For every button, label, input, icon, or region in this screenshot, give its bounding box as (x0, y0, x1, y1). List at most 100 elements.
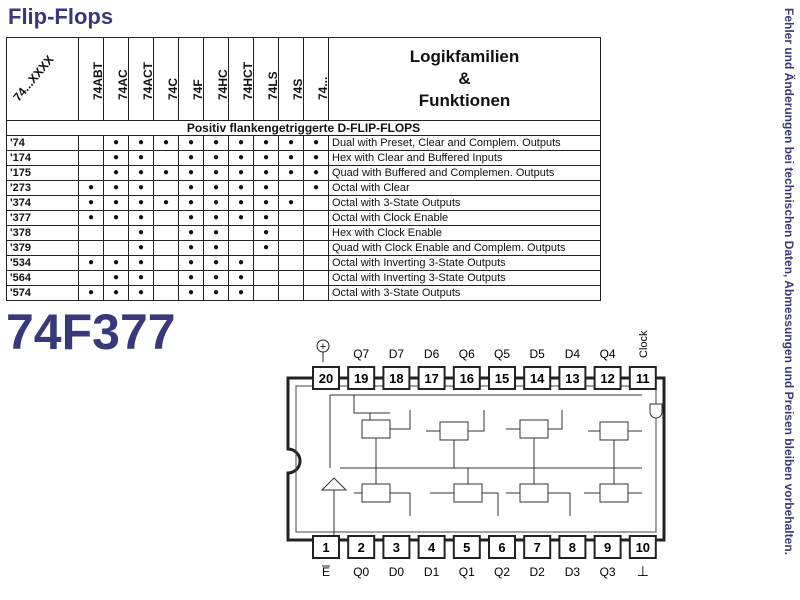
pin-number: 20 (319, 371, 333, 386)
part-cell: '379 (6, 240, 79, 256)
pin-number: 7 (534, 540, 541, 555)
empty-cell (78, 135, 104, 151)
family-header-cell: 74C (153, 37, 180, 121)
availability-dot: ● (178, 285, 204, 301)
empty-cell (78, 270, 104, 286)
empty-cell (253, 255, 279, 271)
availability-dot: ● (178, 240, 204, 256)
table-row: '174●●●●●●●●Hex with Clear and Buffered … (6, 150, 601, 166)
pin-number: 14 (530, 371, 545, 386)
family-header-cell: 74... (303, 37, 330, 121)
family-header-cell: 74F (178, 37, 205, 121)
pin-label: Q3 (600, 565, 616, 579)
internal-wire (375, 438, 615, 468)
availability-dot: ● (203, 150, 229, 166)
availability-dot: ● (128, 210, 154, 226)
availability-dot: ● (203, 255, 229, 271)
availability-dot: ● (228, 270, 254, 286)
part-cell: '574 (6, 285, 79, 301)
availability-dot: ● (228, 195, 254, 211)
availability-dot: ● (203, 165, 229, 181)
empty-cell (153, 225, 179, 241)
empty-cell (278, 270, 304, 286)
availability-dot: ● (203, 225, 229, 241)
pin-label: Q4 (600, 347, 616, 361)
pin-number: 5 (463, 540, 470, 555)
pin-number: 13 (565, 371, 579, 386)
empty-cell (278, 210, 304, 226)
flip-flop (361, 483, 391, 503)
pin-box (452, 366, 481, 390)
availability-dot: ● (178, 225, 204, 241)
availability-dot: ● (178, 195, 204, 211)
availability-dot: ● (253, 195, 279, 211)
pin-box (417, 366, 446, 390)
header-line: & (458, 69, 471, 88)
availability-dot: ● (178, 180, 204, 196)
header-corner-label: 74...XXXX (10, 52, 57, 104)
availability-dot: ● (203, 135, 229, 151)
table-row: '377●●●●●●●Octal with Clock Enable (6, 210, 601, 226)
empty-cell (153, 180, 179, 196)
pin-number: 12 (600, 371, 614, 386)
pin-label: D6 (424, 347, 440, 361)
availability-dot: ● (253, 165, 279, 181)
availability-dot: ● (203, 270, 229, 286)
empty-cell (103, 240, 129, 256)
pin-number: 16 (460, 371, 474, 386)
function-cell: Quad with Buffered and Complemen. Output… (328, 165, 601, 181)
empty-cell (153, 255, 179, 271)
pin-label: D7 (389, 347, 405, 361)
availability-dot: ● (228, 180, 254, 196)
pin-label: D3 (565, 565, 581, 579)
family-header-cell: 74ABT (78, 37, 105, 121)
pin-number: 1 (322, 540, 329, 555)
empty-cell (253, 270, 279, 286)
availability-dot: ● (153, 135, 179, 151)
pin-box (558, 366, 587, 390)
section-heading: Positiv flankengetriggerte D-FLIP-FLOPS (6, 120, 601, 136)
pin-box (593, 535, 622, 559)
availability-dot: ● (78, 255, 104, 271)
pin-box (452, 535, 481, 559)
table-row: '374●●●●●●●●●Octal with 3-State Outputs (6, 195, 601, 211)
availability-dot: ● (253, 210, 279, 226)
pin-box (347, 366, 376, 390)
part-cell: '377 (6, 210, 79, 226)
pin-number: 18 (389, 371, 403, 386)
table-row: '534●●●●●●Octal with Inverting 3-State O… (6, 255, 601, 271)
availability-dot: ● (253, 240, 279, 256)
flip-flop (519, 483, 549, 503)
availability-dot: ● (103, 135, 129, 151)
function-cell: Octal with Inverting 3-State Outputs (328, 270, 601, 286)
flip-flop (453, 483, 483, 503)
pin-box (523, 366, 552, 390)
family-header-cell: 74S (278, 37, 305, 121)
table-row: '74●●●●●●●●●Dual with Preset, Clear and … (6, 135, 601, 151)
availability-dot: ● (303, 135, 329, 151)
empty-cell (228, 225, 254, 241)
empty-cell (78, 165, 104, 181)
availability-dot: ● (203, 210, 229, 226)
pin-number: 4 (428, 540, 436, 555)
function-cell: Octal with Clear (328, 180, 601, 196)
family-header-cell: 74LS (253, 37, 280, 121)
flip-flop (361, 419, 391, 439)
pin-number: 10 (636, 540, 650, 555)
availability-dot: ● (78, 285, 104, 301)
table-row: '378●●●●Hex with Clock Enable (6, 225, 601, 241)
flip-flop (519, 419, 549, 439)
logikfamilien-header: Logikfamilien & Funktionen (328, 37, 601, 121)
pin-label: Q6 (459, 347, 475, 361)
pin-number: 8 (569, 540, 576, 555)
disclaimer-note: Fehler und Änderungen bei technischen Da… (782, 8, 796, 555)
logic-family-table: 74...XXXX 74ABT 74AC 74ACT 74C 74F 74HC … (6, 37, 601, 301)
availability-dot: ● (178, 150, 204, 166)
pin-number: 17 (424, 371, 438, 386)
availability-dot: ● (278, 135, 304, 151)
part-cell: '74 (6, 135, 79, 151)
availability-dot: ● (103, 285, 129, 301)
availability-dot: ● (278, 165, 304, 181)
empty-cell (278, 225, 304, 241)
